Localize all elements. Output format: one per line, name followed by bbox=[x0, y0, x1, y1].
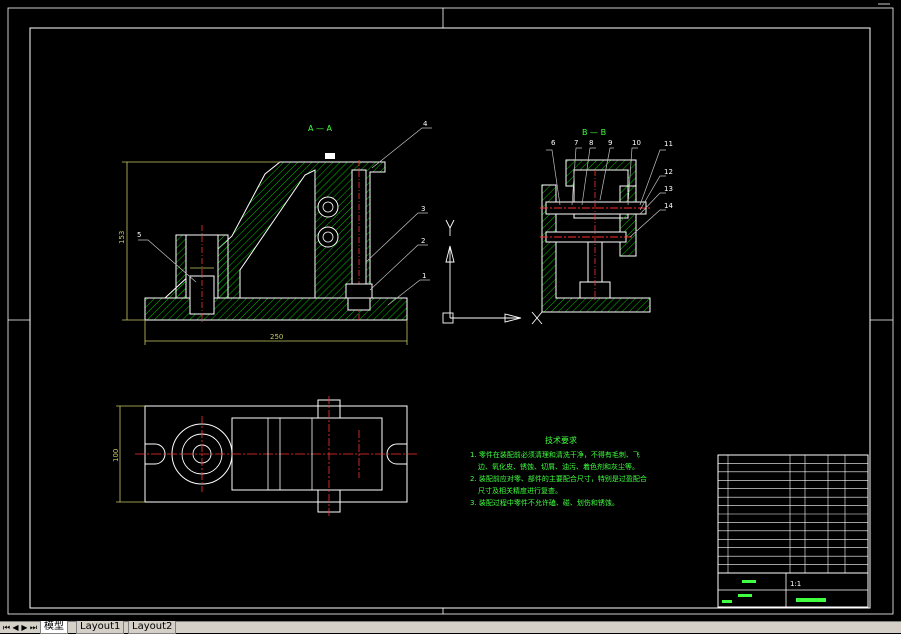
cad-drawing-canvas[interactable]: A — A 153 250 bbox=[0, 0, 901, 621]
part-label-11: 11 bbox=[664, 140, 673, 148]
l-bracket bbox=[541, 184, 651, 313]
right-block bbox=[619, 185, 637, 257]
part-label-6: 6 bbox=[551, 139, 556, 147]
parts-list-rows bbox=[718, 455, 868, 573]
title-green-mark-1 bbox=[742, 580, 756, 583]
bolt-head-upper bbox=[317, 196, 339, 218]
part-label-12: 12 bbox=[664, 168, 673, 176]
title-green-mark-4 bbox=[796, 598, 826, 602]
nut-lower bbox=[347, 297, 371, 311]
leaders-front bbox=[138, 127, 432, 306]
tech-line-2: 边、氧化皮、锈蚀、切屑、油污、着色剂和灰尘等。 bbox=[478, 462, 639, 471]
tech-line-4: 尺寸及相关精度进行复查。 bbox=[478, 486, 562, 495]
tab-layout2[interactable]: Layout2 bbox=[128, 621, 177, 634]
tech-title: 技术要求 bbox=[545, 435, 577, 445]
last-icon[interactable]: ⏭ bbox=[29, 623, 38, 632]
sheet-outer-border bbox=[7, 7, 894, 615]
title-block[interactable]: 1:1 bbox=[717, 454, 869, 608]
sheet-inner-border bbox=[29, 27, 871, 609]
bolt-head-lower bbox=[317, 226, 339, 248]
bolt-inner-lower bbox=[322, 231, 334, 243]
first-icon[interactable]: ⏮ bbox=[2, 623, 11, 632]
part-label-10: 10 bbox=[632, 139, 641, 147]
section-view-bb[interactable]: B — B 6 7 8 9 10 11 bbox=[540, 128, 673, 313]
top-view[interactable]: 100 bbox=[112, 396, 418, 516]
section-view-aa[interactable]: A — A 153 250 bbox=[118, 120, 432, 345]
part-label-3: 3 bbox=[421, 205, 425, 213]
dim-top-width-text: 100 bbox=[112, 449, 120, 462]
ucs-icon bbox=[442, 219, 543, 325]
prev-icon[interactable]: ◀ bbox=[12, 623, 19, 632]
tech-line-1: 1. 零件在装配前必须清理和清洗干净，不得有毛刺、飞 bbox=[470, 450, 640, 459]
tech-requirements[interactable]: 技术要求 1. 零件在装配前必须清理和清洗干净，不得有毛刺、飞 边、氧化皮、锈蚀… bbox=[470, 435, 647, 507]
part-label-8: 8 bbox=[589, 139, 593, 147]
part-label-9: 9 bbox=[608, 139, 612, 147]
part-label-14: 14 bbox=[664, 202, 673, 210]
bolt-inner-upper bbox=[322, 201, 334, 213]
part-label-7: 7 bbox=[574, 139, 578, 147]
title-green-mark-3 bbox=[738, 594, 752, 597]
leaders-side bbox=[546, 147, 666, 238]
part-label-4: 4 bbox=[423, 120, 428, 128]
title-green-mark-2 bbox=[722, 600, 732, 603]
dim-width-text: 250 bbox=[270, 333, 283, 341]
next-icon[interactable]: ▶ bbox=[21, 623, 28, 632]
scale-text: 1:1 bbox=[790, 580, 801, 588]
part-label-2: 2 bbox=[421, 237, 425, 245]
tab-layout1[interactable]: Layout1 bbox=[76, 621, 125, 634]
part-label-1: 1 bbox=[422, 272, 426, 280]
layout-tab-bar: ⏮ ◀ ▶ ⏭ 模型 Layout1 Layout2 bbox=[0, 621, 901, 634]
top-marker bbox=[325, 153, 335, 159]
part-label-5: 5 bbox=[137, 231, 141, 239]
tech-line-3: 2. 装配前应对零、部件的主要配合尺寸，特别是过盈配合 bbox=[470, 474, 647, 483]
section-aa-label: A — A bbox=[308, 124, 333, 133]
dim-height-text: 153 bbox=[118, 231, 126, 244]
tab-model[interactable]: 模型 bbox=[40, 621, 68, 634]
part-label-13: 13 bbox=[664, 185, 673, 193]
nut bbox=[345, 283, 373, 299]
tech-line-5: 3. 装配过程中零件不允许磕、碰、划伤和锈蚀。 bbox=[470, 498, 619, 507]
section-bb-label: B — B bbox=[582, 128, 606, 137]
